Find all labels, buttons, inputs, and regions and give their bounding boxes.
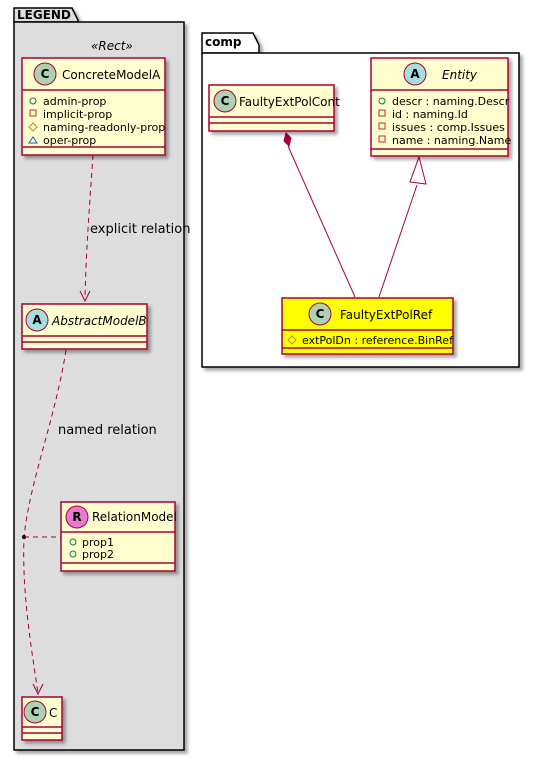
explicit-relation-edge: explicit relation [79,154,190,303]
composition-edge [283,132,356,298]
explicit-relation-line [84,154,94,299]
class-kind-letter: C [221,94,230,108]
class-entity[interactable]: A Entity descr : naming.Descr id : namin… [370,57,512,157]
class-c[interactable]: C C [21,696,63,741]
member-text: extPolDn : reference.BinRef [302,334,454,347]
public-icon [69,550,77,558]
abstract-kind-icon [403,62,427,86]
class-kind-letter: R [72,510,81,524]
class-kind-icon [213,89,237,113]
class-name: ConcreteModelA [62,68,161,82]
named-relation-label: named relation [58,423,157,438]
comp-package-title: comp [205,35,242,49]
protected-icon [28,122,38,132]
class-name: Entity [442,68,478,82]
member-text: prop2 [82,548,114,561]
class-faulty-ext-pol-cont[interactable]: C FaultyExtPolCont [208,84,340,132]
named-relation-arrowhead [32,683,44,696]
private-icon [378,109,386,117]
member-text: admin-prop [43,95,106,108]
class-name: C [49,706,57,720]
protected-icon [287,335,297,345]
public-icon [69,538,77,546]
class-name: AbstractModelB [51,314,147,328]
legend-package-stereotype: «Rect» [91,39,133,53]
private-icon [378,135,386,143]
class-kind-icon [33,62,57,86]
class-abstract-model-b[interactable]: A AbstractModelB [21,303,148,350]
private-icon [378,122,386,130]
member-text: id : naming.Id [392,108,468,121]
package-private-icon [28,136,38,144]
member-text: name : naming.Name [392,134,512,147]
member-text: implicit-prop [43,108,112,121]
legend-package-tab [13,7,79,23]
private-icon [29,109,37,117]
named-relation-edge: named relation [22,349,157,696]
comp-package-tab [201,32,260,54]
class-relation-model[interactable]: R RelationModel prop1 prop2 [60,501,177,572]
class-kind-icon [23,700,47,724]
member-text: descr : naming.Descr [392,95,510,108]
relation-kind-icon [65,505,89,529]
class-name: FaultyExtPolRef [340,308,433,322]
inheritance-line [378,184,418,298]
class-kind-letter: C [316,307,325,321]
class-faulty-ext-pol-ref[interactable]: C FaultyExtPolRef extPolDn : reference.B… [281,297,454,355]
abstract-kind-icon [25,308,49,332]
member-text: prop1 [82,536,114,549]
explicit-relation-arrowhead [79,290,91,303]
class-kind-letter: C [41,67,50,81]
composition-diamond [283,132,292,147]
legend-package-title: LEGEND [17,8,71,22]
class-kind-letter: C [31,705,40,719]
inheritance-triangle [409,155,427,185]
composition-line [287,145,356,298]
explicit-relation-label: explicit relation [90,222,190,237]
class-name: FaultyExtPolCont [239,95,340,109]
class-kind-letter: A [32,313,42,327]
public-icon [378,97,386,105]
class-kind-icon [308,302,332,326]
class-name: RelationModel [92,510,177,524]
inheritance-edge [378,155,427,298]
member-text: issues : comp.Issues [392,121,505,134]
class-concrete-model-a[interactable]: C ConcreteModelA admin-prop implicit-pro… [21,57,166,156]
class-kind-letter: A [410,67,420,81]
member-text: oper-prop [43,134,96,147]
public-icon [29,97,37,105]
member-text: naming-readonly-prop [43,121,165,134]
